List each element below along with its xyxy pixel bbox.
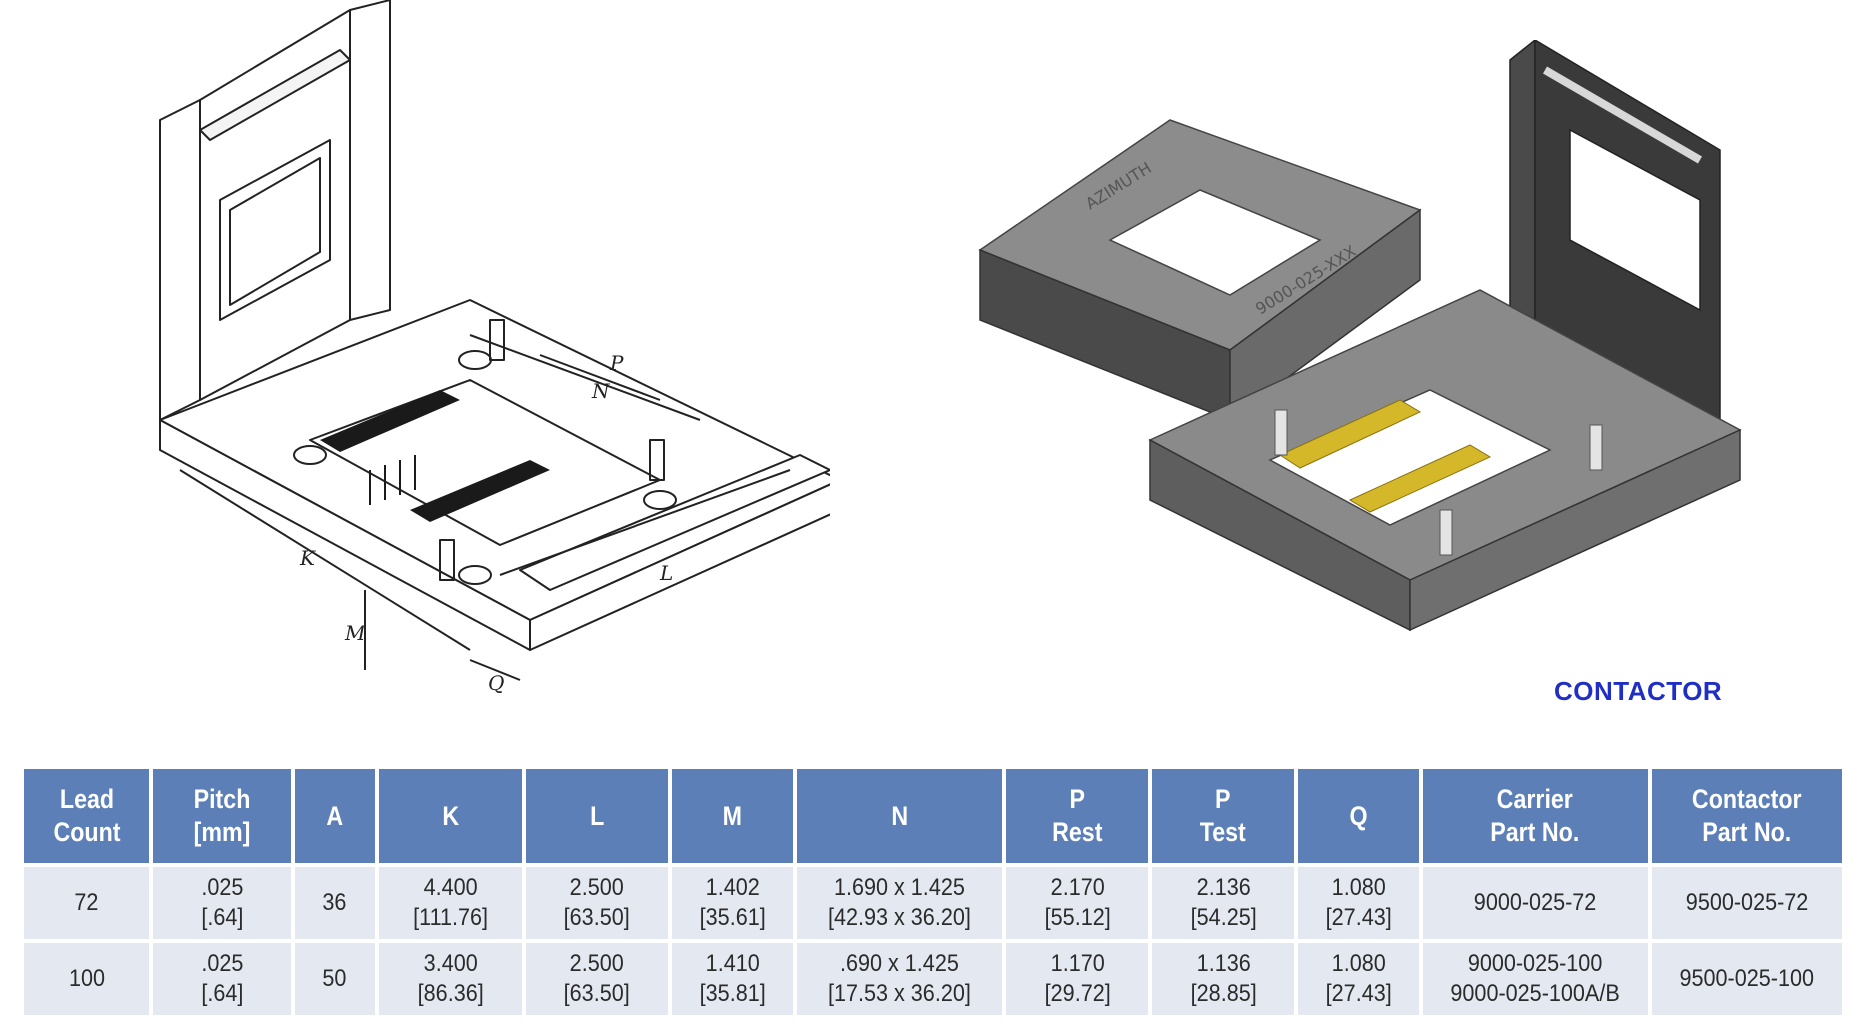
table-cell: .690 x 1.425 [17.53 x 36.20] [796,943,1003,1015]
dim-letter-p: P [609,351,624,375]
table-cell: 1.080 [27.43] [1298,867,1419,939]
table-cell-value: 9500-025-100 [1679,965,1815,992]
table-header-label: M [722,800,742,831]
table-cell-value: 1.170 [29.72] [1044,950,1111,1007]
table-header-cell: A [294,769,375,863]
dim-letter-l: L [659,561,673,585]
table-cell: 2.500 [63.50] [526,867,668,939]
table-header-label: K [442,800,459,831]
table-cell-value: 2.500 [63.50] [563,950,631,1007]
socket-render-drawing: AZIMUTH 9000-025-XXX [978,40,1742,632]
table-cell-value: 3.400 [86.36] [417,950,484,1007]
table-header-cell: M [671,769,793,863]
spec-table: Lead Count Pitch [mm] A K L M N P Rest P Test Q Ca… [20,765,1846,1019]
table-header-label: Contactor Part No. [1691,784,1802,847]
table-cell-value: 1.690 x 1.425 [42.93 x 36.20] [828,874,971,931]
table-cell-value: 1.136 [28.85] [1190,950,1257,1007]
table-header-label: Q [1349,800,1368,831]
table-cell-value: .025 [.64] [200,874,243,931]
table-cell: 2.136 [54.25] [1152,867,1295,939]
table-cell-value: 9000-025-100 9000-025-100A/B [1450,950,1620,1007]
table-header-cell: Carrier Part No. [1422,769,1648,863]
table-cell-value: 2.136 [54.25] [1190,874,1257,931]
table-header-cell: L [526,769,668,863]
table-cell-value: 9500-025-72 [1685,889,1809,916]
table-cell-value: 2.170 [55.12] [1044,874,1111,931]
dim-letter-n: N [591,379,611,403]
table-header-label: Carrier Part No. [1490,784,1580,847]
table-cell: 9500-025-72 [1651,867,1842,939]
table-cell: .025 [.64] [153,867,291,939]
table-cell: 9000-025-100 9000-025-100A/B [1422,943,1648,1015]
table-header-label: L [589,800,605,831]
contactor-label: CONTACTOR [1554,676,1723,706]
table-cell: 50 [294,943,375,1015]
table-header-label: P Test [1200,784,1247,847]
table-header-cell: K [378,769,523,863]
table-cell: 1.170 [29.72] [1006,943,1149,1015]
table-cell-value: 100 [68,965,105,992]
table-header-cell: P Test [1152,769,1295,863]
dim-letter-q: Q [488,671,504,695]
table-cell: 36 [294,867,375,939]
table-cell: 100 [24,943,150,1015]
table-cell-value: 36 [322,889,347,916]
table-header-cell: Lead Count [24,769,150,863]
table-header-cell: Pitch [mm] [153,769,291,863]
table-cell-value: 4.400 [111.76] [413,874,488,931]
table-cell: 1.410 [35.81] [671,943,793,1015]
table-header-cell: N [796,769,1003,863]
table-header-row: Lead Count Pitch [mm] A K L M N P Rest P Test Q Ca… [24,769,1842,863]
table-cell: 3.400 [86.36] [378,943,523,1015]
table-row: 72 .025 [.64] 36 4.400 [111.76] 2.500 [63.50… [24,867,1842,939]
table-cell-value: 72 [74,889,99,916]
table-header-label: P Rest [1052,784,1103,847]
table-cell-value: 1.080 [27.43] [1325,874,1392,931]
table-cell-value: 2.500 [63.50] [563,874,631,931]
table-cell: 9000-025-72 [1422,867,1648,939]
table-cell: 1.136 [28.85] [1152,943,1295,1015]
table-header-cell: Q [1298,769,1419,863]
table-header-label: Pitch [mm] [193,784,251,847]
table-cell-value: 9000-025-72 [1473,889,1597,916]
table-header-label: Lead Count [53,784,121,847]
table-row: 100 .025 [.64] 50 3.400 [86.36] 2.500 [63.50… [24,943,1842,1015]
table-header-label: A [326,800,344,831]
table-cell: 1.080 [27.43] [1298,943,1419,1015]
table-cell: 9500-025-100 [1651,943,1842,1015]
table-cell: 1.690 x 1.425 [42.93 x 36.20] [796,867,1003,939]
table-cell: 1.402 [35.61] [671,867,793,939]
table-cell-value: 1.402 [35.61] [699,874,766,931]
socket-line-drawing: P N K M L Q [159,0,830,695]
table-cell: 4.400 [111.76] [378,867,523,939]
table-header-cell: P Rest [1006,769,1149,863]
table-cell-value: 1.410 [35.81] [699,950,766,1007]
table-cell: .025 [.64] [153,943,291,1015]
table-header-label: N [891,800,908,831]
table-cell-value: 50 [322,965,347,992]
table-cell: 2.500 [63.50] [526,943,668,1015]
table-cell: 2.170 [55.12] [1006,867,1149,939]
dim-letter-k: K [299,546,316,570]
table-cell-value: 1.080 [27.43] [1325,950,1392,1007]
dim-letter-m: M [344,621,366,645]
table-cell-value: .690 x 1.425 [17.53 x 36.20] [828,950,971,1007]
table-cell: 72 [24,867,150,939]
table-cell-value: .025 [.64] [200,950,243,1007]
table-header-cell: Contactor Part No. [1651,769,1842,863]
